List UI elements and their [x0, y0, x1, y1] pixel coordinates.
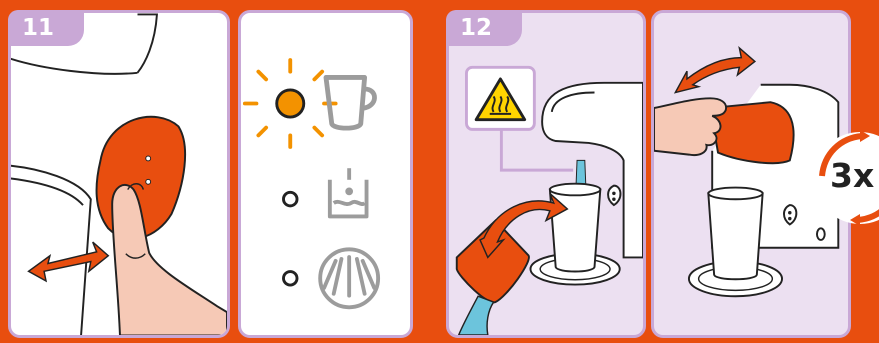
water-tank-icon: [330, 168, 367, 216]
repeat-count: 3x: [830, 156, 874, 195]
indicator-light-off-2: [283, 272, 297, 286]
panel-indicator-lights: [238, 10, 413, 338]
indicator-light-on: [277, 90, 304, 117]
swap-arrow-icon: [675, 48, 755, 93]
descale-spray-icon: [320, 249, 378, 307]
indicator-light-off-1: [283, 192, 297, 206]
swap-arrow-icon: [29, 242, 109, 281]
repeat-badge: 3x: [810, 128, 879, 228]
step-number-12: 12: [446, 10, 522, 46]
panel-remove-disc: [8, 10, 230, 338]
remove-disc-illustration: [11, 13, 227, 335]
cup: [708, 193, 762, 279]
indicator-lights-illustration: [241, 13, 410, 335]
empty-cup-illustration: [449, 13, 643, 335]
step-number-11: 11: [8, 10, 84, 46]
panel-empty-cup: [446, 10, 646, 338]
